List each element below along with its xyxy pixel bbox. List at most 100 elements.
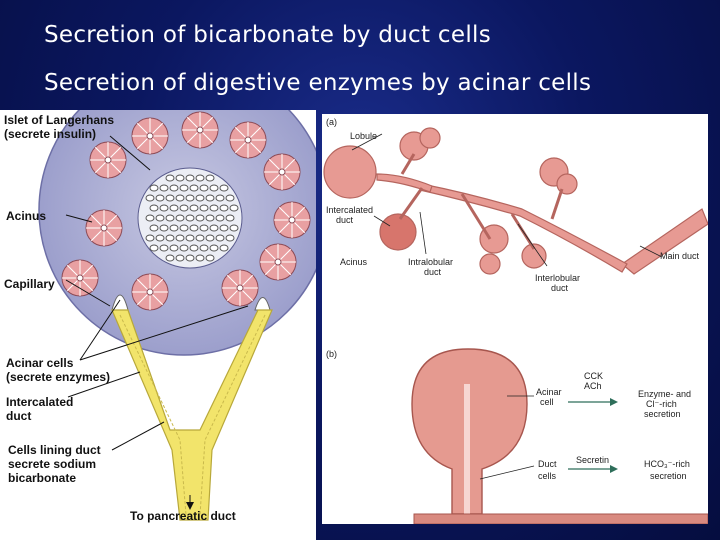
islet-cell <box>206 195 214 201</box>
islet-cell <box>166 175 174 181</box>
islet-cell <box>200 245 208 251</box>
islet-cell <box>170 245 178 251</box>
islet-cell <box>226 235 234 241</box>
islet-cell <box>160 185 168 191</box>
islet-cell <box>186 215 194 221</box>
acinus <box>380 214 416 250</box>
duct-cells-leader-line <box>480 466 534 479</box>
islet-cell <box>150 205 158 211</box>
acinus-cluster <box>132 118 168 154</box>
islet-cell <box>220 225 228 231</box>
acinus-cluster <box>182 112 218 148</box>
islet-cell <box>166 255 174 261</box>
islet-cell <box>180 185 188 191</box>
islet-cell <box>216 195 224 201</box>
islet-cell <box>180 205 188 211</box>
enzyme-secretion-label-line-3: secretion <box>644 410 681 419</box>
islet-cell <box>146 195 154 201</box>
islet-cell <box>176 255 184 261</box>
islet-cell <box>160 205 168 211</box>
intercalated-label-line-1: Intercalated <box>6 396 73 408</box>
intercalated-duct-label-line-2: duct <box>336 216 353 225</box>
panel-b-tag: (b) <box>326 350 337 359</box>
intercalated-label-line-2: duct <box>6 410 31 422</box>
intercalated-duct-label-line-1: Intercalated <box>326 206 373 215</box>
islet-cell <box>180 225 188 231</box>
islet-cell <box>166 215 174 221</box>
islet-cell <box>170 225 178 231</box>
islet-cell <box>160 225 168 231</box>
islet-cell <box>186 175 194 181</box>
acinus-cluster <box>86 210 122 246</box>
islet-cell <box>156 195 164 201</box>
islet-cell <box>176 195 184 201</box>
islet-cell <box>216 235 224 241</box>
islet-cell <box>186 195 194 201</box>
hco3-arrowhead <box>610 465 618 473</box>
hco3-secretion-label-line-1: HCO₃⁻-rich <box>644 460 690 469</box>
lobule <box>324 146 376 198</box>
islet-cell <box>226 215 234 221</box>
islet-cells <box>146 175 238 261</box>
duct-cells-label-line-2: cells <box>538 472 556 481</box>
islet-cell <box>196 215 204 221</box>
acinus-label: Acinus <box>6 210 46 222</box>
acinus-cluster <box>230 122 266 158</box>
duct-cells-label-line-1: Cells lining duct <box>8 444 101 456</box>
duct-cells-label-line-3: bicarbonate <box>8 472 76 484</box>
enzyme-arrowhead <box>610 398 618 406</box>
islet-cell <box>196 195 204 201</box>
capillary-label: Capillary <box>4 278 55 290</box>
islet-cell <box>200 225 208 231</box>
islet-cell <box>166 195 174 201</box>
islet-cell <box>190 245 198 251</box>
islet-cell <box>190 205 198 211</box>
islet-cell <box>220 245 228 251</box>
intralobular-branch <box>552 189 562 219</box>
islet-cell <box>230 225 238 231</box>
islet-cell <box>156 215 164 221</box>
acinar-cell-label-line-2: cell <box>540 398 554 407</box>
lobule <box>480 254 500 274</box>
acinus-cluster <box>132 274 168 310</box>
main-duct <box>622 209 708 274</box>
islet-cell <box>206 235 214 241</box>
pancreas-lobule-figure: Islet of Langerhans (secrete insulin) Ac… <box>0 110 316 540</box>
duct-cells-label-line-1: Duct <box>538 460 557 469</box>
islet-cell <box>196 175 204 181</box>
islet-cell <box>216 215 224 221</box>
islet-cell <box>206 255 214 261</box>
interlobular-duct-label-line-1: Interlobular <box>535 274 580 283</box>
lobule-label: Lobule <box>350 132 377 141</box>
ach-label: ACh <box>584 382 602 391</box>
islet-cell <box>206 215 214 221</box>
islet-cell <box>230 205 238 211</box>
acinus-cluster <box>264 154 300 190</box>
duct-tree <box>324 128 708 274</box>
panel-a-tag: (a) <box>326 118 337 127</box>
islet-cell <box>210 225 218 231</box>
islet-cell <box>210 245 218 251</box>
islet-cell <box>190 185 198 191</box>
islet-cell <box>166 235 174 241</box>
islet-cell <box>200 185 208 191</box>
islet-cell <box>190 225 198 231</box>
acinus-secretion-diagram <box>412 349 708 524</box>
duct-tree-figure: (a) Lobule Intercalated duct Acinus Intr… <box>322 114 708 524</box>
islet-cell <box>170 205 178 211</box>
acinar-cells-label-line-2: (secrete enzymes) <box>6 371 110 383</box>
acinus-cluster <box>222 270 258 306</box>
acinar-cell-label-line-1: Acinar <box>536 388 562 397</box>
intralobular-duct-label-line-2: duct <box>424 268 441 277</box>
islet-cell <box>176 175 184 181</box>
to-pancreatic-duct-label: To pancreatic duct <box>130 510 236 522</box>
intralobular-leader-line <box>420 212 426 254</box>
islet-cell <box>210 205 218 211</box>
islet-cell <box>156 235 164 241</box>
collecting-duct <box>414 514 708 524</box>
intralobular-duct <box>377 174 432 192</box>
islet-cell <box>196 235 204 241</box>
hco3-secretion-label-line-2: secretion <box>650 472 687 481</box>
islet-cell <box>150 185 158 191</box>
islet-cell <box>200 205 208 211</box>
